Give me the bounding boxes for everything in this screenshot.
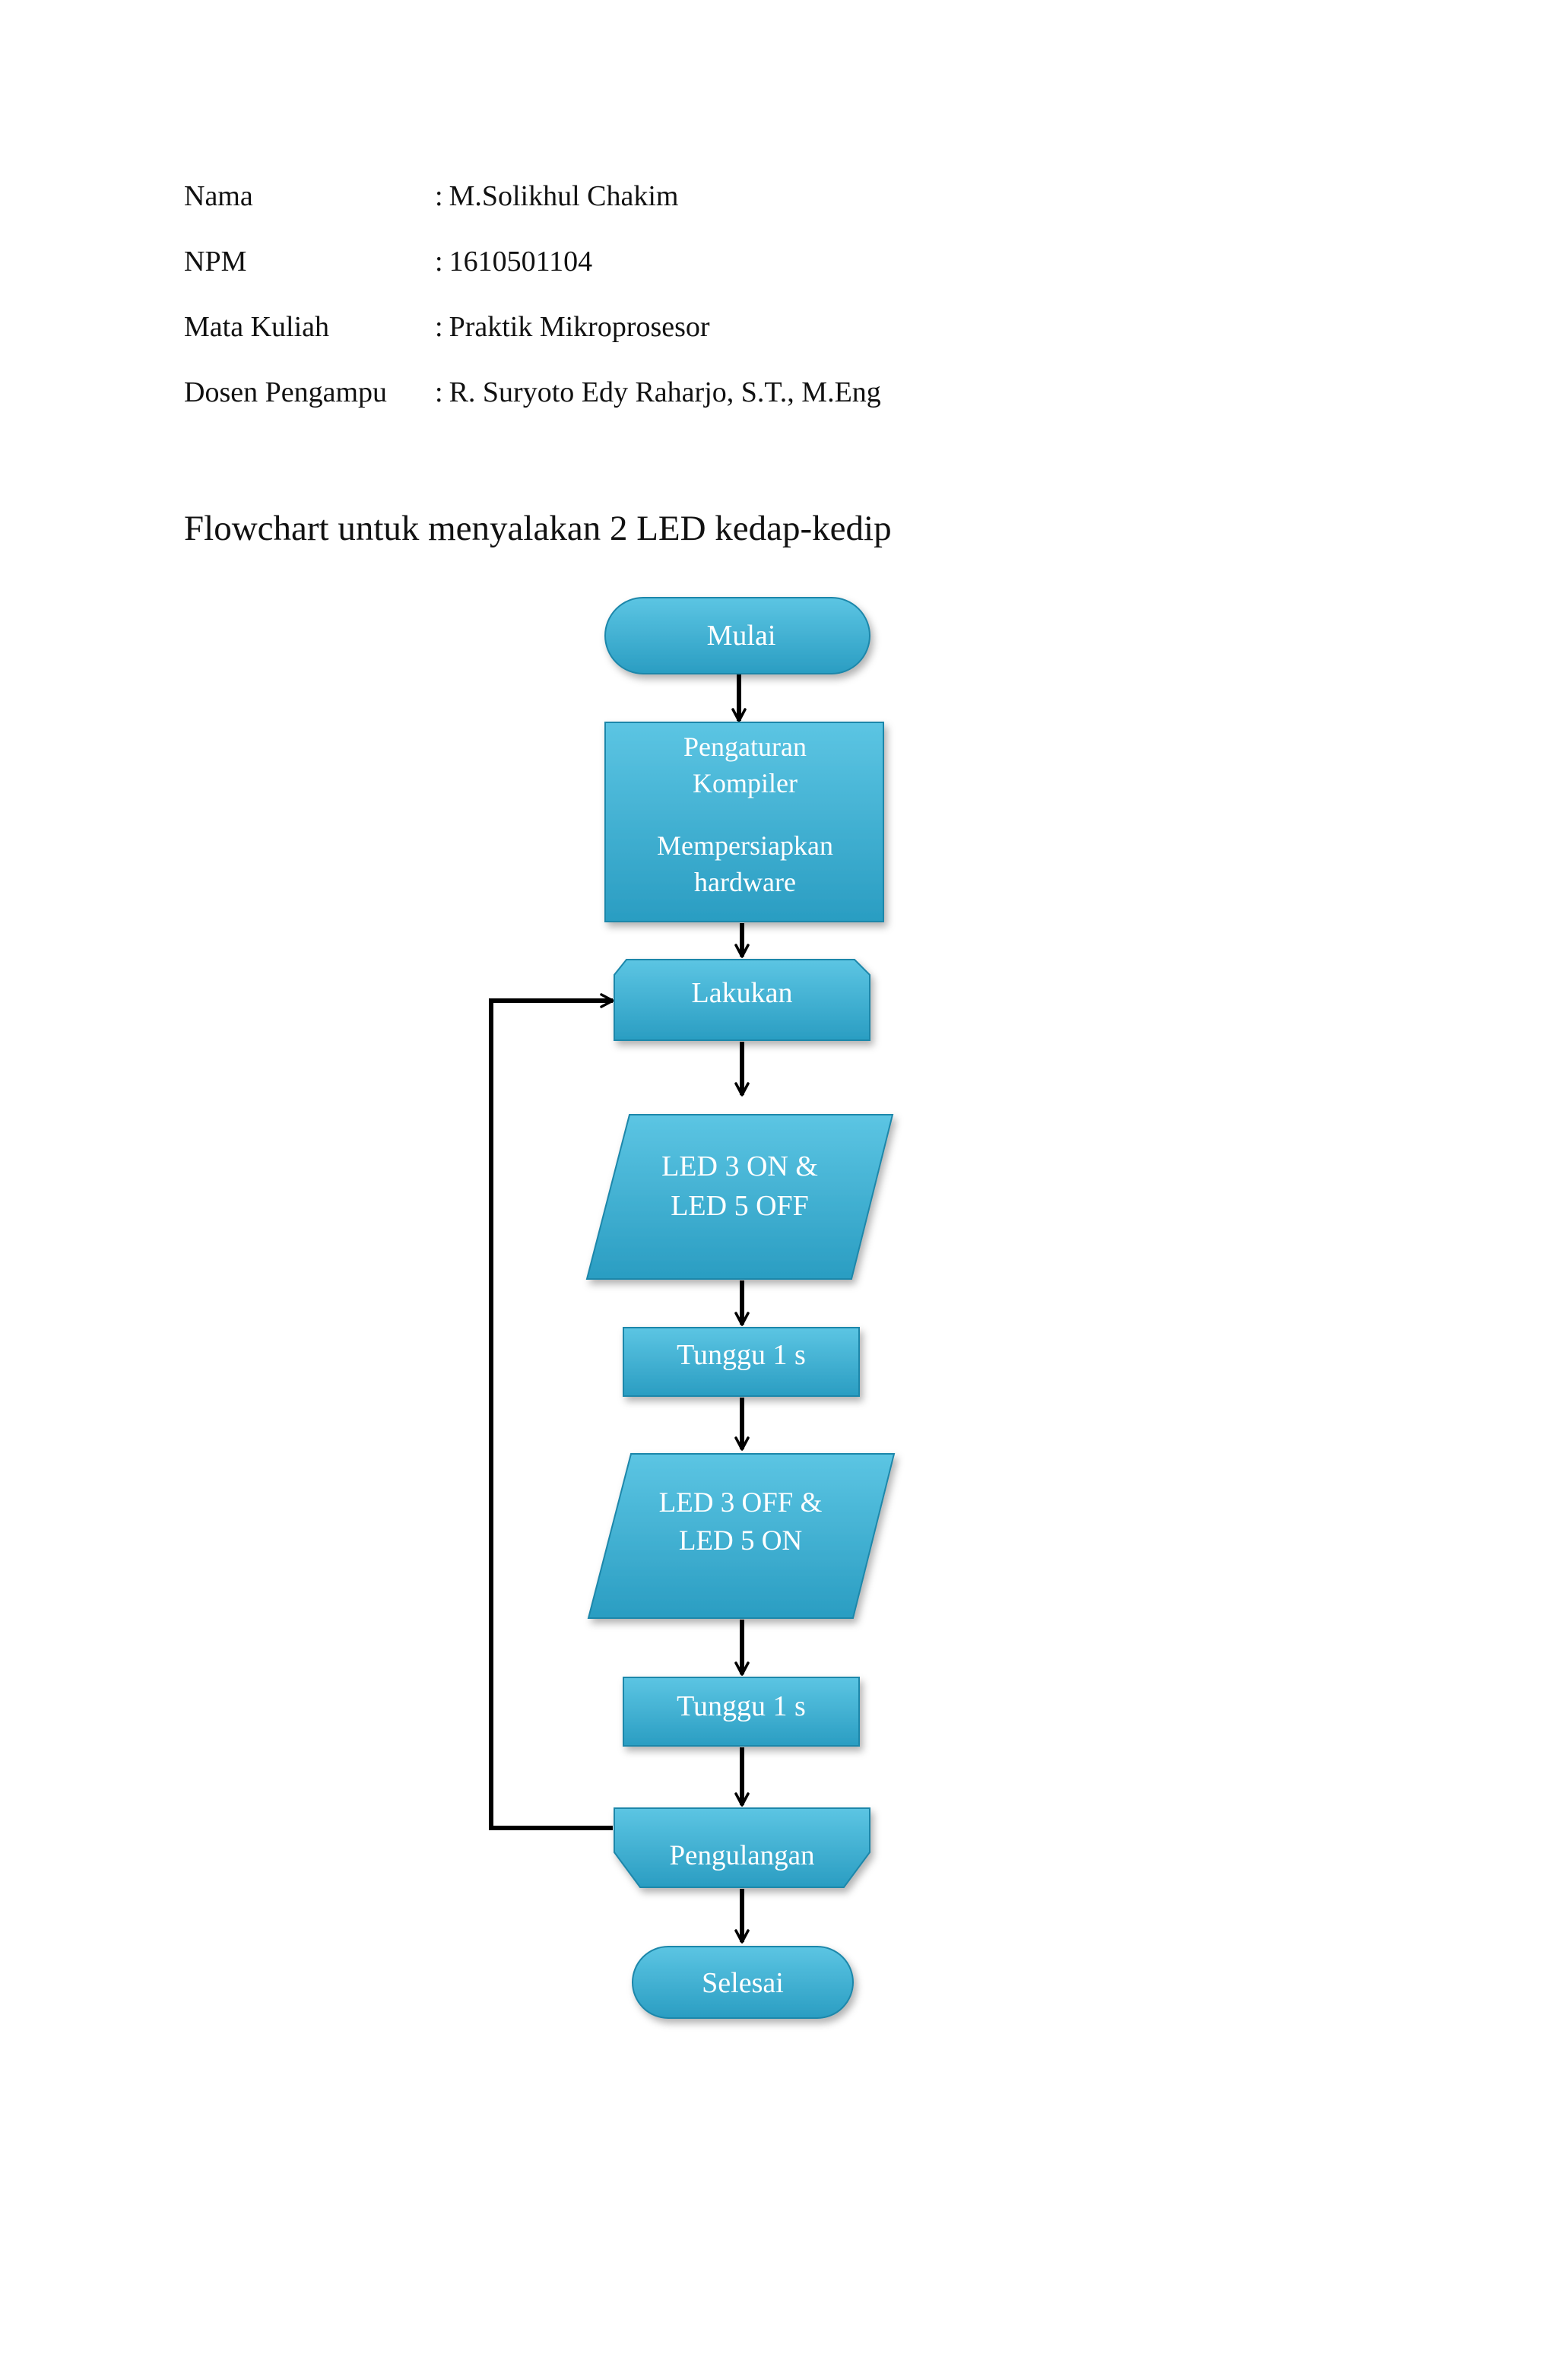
node-wait-1: Tunggu 1 s — [623, 1327, 860, 1397]
node-end: Selesai — [632, 1946, 854, 2019]
node-output-2-line-1: LED 3 OFF & — [659, 1487, 823, 1518]
info-value-text: M.Solikhul Chakim — [449, 180, 679, 212]
info-label: Mata Kuliah — [184, 311, 330, 343]
node-setup: Pengaturan Kompiler Mempersiapkan hardwa… — [604, 722, 884, 922]
flowchart-connectors — [489, 674, 750, 1944]
info-label: Dosen Pengampu — [184, 376, 388, 408]
node-start: Mulai — [604, 597, 870, 674]
node-wait-2: Tunggu 1 s — [623, 1677, 860, 1747]
loop-back-arrow — [489, 993, 614, 1830]
info-separator: : — [435, 246, 443, 278]
info-separator: : — [435, 376, 443, 408]
node-loop-end: Pengulangan — [614, 1807, 870, 1888]
node-loop-start: Lakukan — [614, 959, 870, 1041]
node-wait-1-label: Tunggu 1 s — [677, 1339, 806, 1371]
node-end-label: Selesai — [702, 1967, 784, 1999]
info-value: :R. Suryoto Edy Raharjo, S.T., M.Eng — [435, 376, 881, 409]
info-value-text: R. Suryoto Edy Raharjo, S.T., M.Eng — [449, 376, 881, 408]
node-output-2: LED 3 OFF & LED 5 ON — [587, 1453, 896, 1619]
node-output-1-line-1: LED 3 ON & — [661, 1150, 818, 1182]
flowchart-nodes: Mulai Pengaturan Kompiler Mempersiapkan … — [585, 597, 896, 2019]
info-label: Nama — [184, 180, 253, 212]
info-value: :1610501104 — [435, 245, 592, 278]
info-value-text: 1610501104 — [449, 246, 593, 278]
node-wait-2-label: Tunggu 1 s — [677, 1690, 806, 1722]
node-setup-line-2: Kompiler — [693, 768, 798, 798]
node-start-label: Mulai — [707, 620, 776, 652]
node-loop-start-label: Lakukan — [692, 977, 793, 1009]
info-value: :M.Solikhul Chakim — [435, 179, 678, 213]
node-output-1: LED 3 ON & LED 5 OFF — [585, 1114, 894, 1280]
node-loop-end-label: Pengulangan — [669, 1840, 814, 1871]
info-label: NPM — [184, 246, 247, 278]
node-setup-line-3: Mempersiapkan — [657, 830, 833, 861]
flowchart-heading: Flowchart untuk menyalakan 2 LED kedap-k… — [184, 509, 892, 548]
node-setup-line-1: Pengaturan — [683, 731, 807, 762]
info-separator: : — [435, 180, 443, 212]
node-output-1-line-2: LED 5 OFF — [671, 1190, 809, 1222]
info-separator: : — [435, 311, 443, 343]
info-value: :Praktik Mikroprosesor — [435, 310, 710, 344]
node-output-2-line-2: LED 5 ON — [679, 1525, 802, 1557]
node-setup-line-4: hardware — [694, 867, 796, 897]
info-value-text: Praktik Mikroprosesor — [449, 311, 710, 343]
